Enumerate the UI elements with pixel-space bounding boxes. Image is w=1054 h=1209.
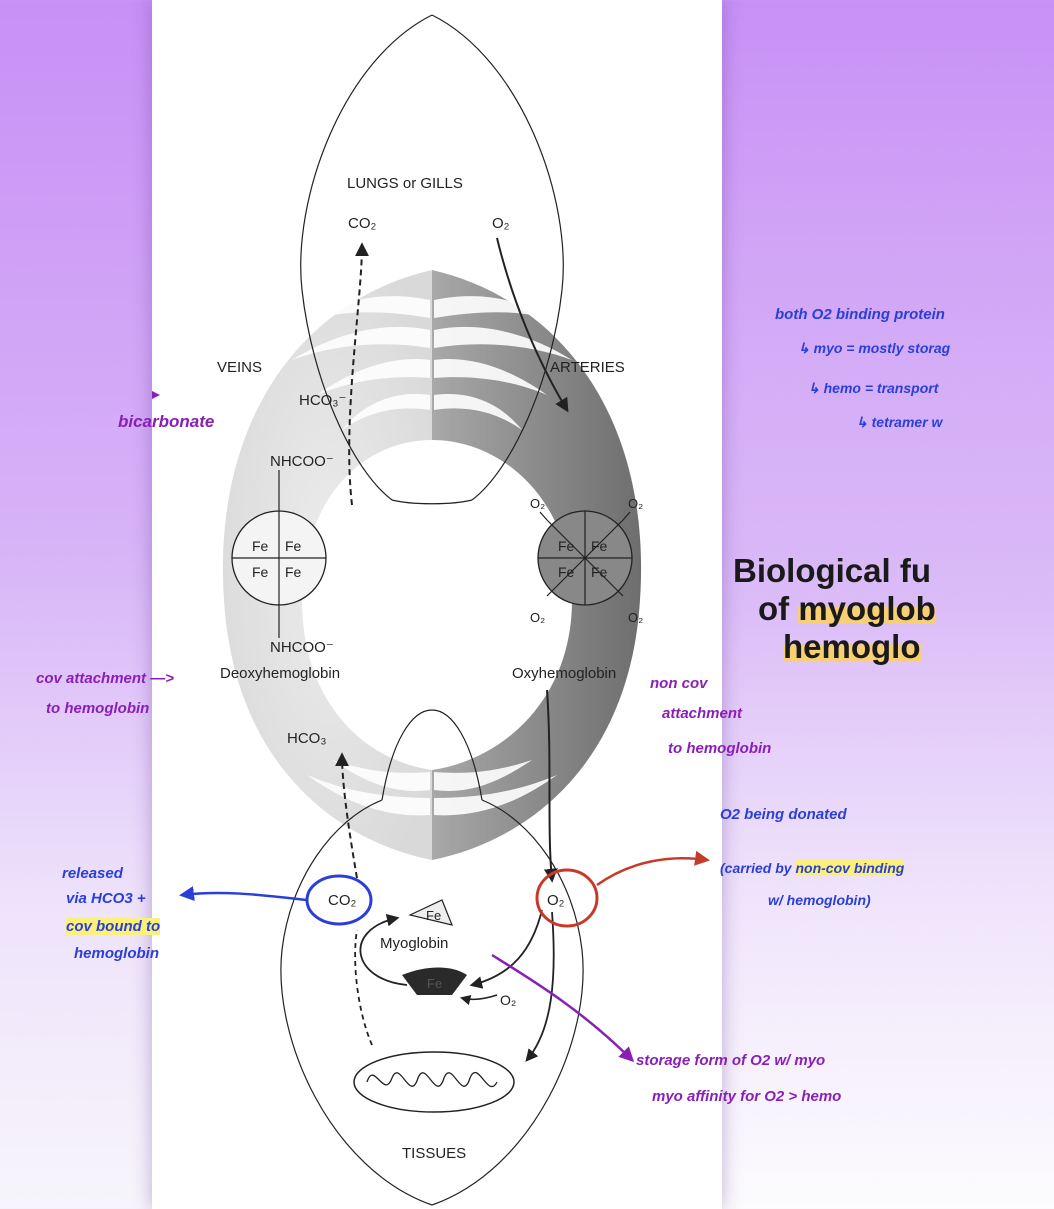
released-pointer xyxy=(179,886,308,902)
both-o2-binding-note: both O2 binding protein xyxy=(775,306,945,323)
carried-note-line1: (carried by non-cov binding xyxy=(720,860,905,876)
oxygen-transport-figure: LUNGS or GILLS CO₂ O₂ VEINS ARTERIES HCO… xyxy=(152,0,722,1209)
nhcoo-upper-label: NHCOO⁻ xyxy=(270,453,334,470)
svg-text:Fe: Fe xyxy=(558,564,575,580)
capillary-fringe-bottom xyxy=(307,760,557,816)
venous-blood-half xyxy=(222,270,432,860)
cov-attachment-note-line2: to hemoglobin xyxy=(46,700,150,717)
svg-text:O₂: O₂ xyxy=(628,496,643,511)
svg-text:Fe: Fe xyxy=(285,538,302,554)
hco3-upper-label: HCO₃⁻ xyxy=(299,392,346,409)
released-note-line2: via HCO3 + xyxy=(66,890,146,907)
o2-to-tissue-arrow xyxy=(543,689,558,883)
co2-from-mitochondria-arrow xyxy=(354,929,373,1046)
myoglobin-cycle-arrow xyxy=(359,914,408,986)
mitochondrion-icon xyxy=(353,1051,515,1113)
svg-text:Fe: Fe xyxy=(426,908,441,923)
lungs-outline xyxy=(300,14,564,501)
o2-bottom-label: O₂ xyxy=(547,892,565,909)
noncov-note-line3: to hemoglobin xyxy=(668,740,772,757)
svg-text:Fe: Fe xyxy=(427,976,442,991)
nhcoo-lower-label: NHCOO⁻ xyxy=(270,639,334,656)
co2-release-arrow xyxy=(348,242,369,506)
carried-note-line2: w/ hemoglobin) xyxy=(768,892,871,908)
circulation-ring xyxy=(222,270,642,860)
svg-text:O₂: O₂ xyxy=(530,610,545,625)
tissues-outline xyxy=(280,799,584,1206)
svg-text:Fe: Fe xyxy=(252,564,269,580)
o2-top-label: O₂ xyxy=(492,215,510,232)
released-note-line4: hemoglobin xyxy=(74,945,159,962)
svg-text:Fe: Fe xyxy=(558,538,575,554)
myo-storage-note: ↳ myo = mostly storag xyxy=(798,340,951,356)
cov-attachment-note-line1: cov attachment —> xyxy=(36,670,174,687)
svg-text:Fe: Fe xyxy=(285,564,302,580)
o2-uptake-arrow xyxy=(496,237,569,413)
transport-diagram: LUNGS or GILLS CO₂ O₂ VEINS ARTERIES HCO… xyxy=(152,14,710,1206)
bicarbonate-note: bicarbonate xyxy=(118,412,215,431)
oxymyoglobin-shape: Fe xyxy=(408,899,453,926)
slide-title-line3: hemoglo xyxy=(783,628,921,665)
slide-title-line2: of myoglob xyxy=(758,590,936,627)
donated-pointer xyxy=(596,850,710,887)
bicarbonate-pointer xyxy=(152,387,160,403)
co2-bottom-label: CO₂ xyxy=(328,892,357,909)
o2-mito-label: O₂ xyxy=(500,992,516,1008)
arterial-blood-half xyxy=(432,270,642,860)
storage-pointer xyxy=(491,953,635,1063)
capillary-fringe-top xyxy=(292,296,572,430)
deoxyhemoglobin-tetramer: Fe Fe Fe Fe xyxy=(231,470,327,638)
lungs-label: LUNGS or GILLS xyxy=(347,175,463,192)
deoxymyoglobin-shape: Fe xyxy=(402,967,467,995)
tetramer-note: ↳ tetramer w xyxy=(856,414,943,430)
oxyhemoglobin-tetramer: Fe Fe Fe Fe O₂ O₂ O₂ O₂ xyxy=(530,496,643,625)
released-note-line1: released xyxy=(62,865,123,882)
svg-text:Fe: Fe xyxy=(591,564,608,580)
co2-to-blood-arrow xyxy=(335,752,358,879)
hemo-transport-note: ↳ hemo = transport xyxy=(808,380,939,396)
svg-text:Fe: Fe xyxy=(252,538,269,554)
oxyhemoglobin-label: Oxyhemoglobin xyxy=(512,665,616,682)
slide-title-line1: Biological fu xyxy=(733,552,931,589)
slide-title: Biological fu of myoglob hemoglo xyxy=(733,552,1054,666)
svg-text:O₂: O₂ xyxy=(628,610,643,625)
hco3-lower-label: HCO₃ xyxy=(287,730,326,747)
svg-text:Fe: Fe xyxy=(591,538,608,554)
myoglobin-label: Myoglobin xyxy=(380,935,448,952)
deoxyhemoglobin-label: Deoxyhemoglobin xyxy=(220,665,340,682)
o2-to-mitochondria-arrow xyxy=(525,911,555,1062)
noncov-note-line2: attachment xyxy=(662,705,743,722)
veins-label: VEINS xyxy=(217,359,262,376)
tissues-label: TISSUES xyxy=(402,1145,466,1162)
storage-note-line2: myo affinity for O2 > hemo xyxy=(652,1088,842,1105)
o2-donated-note: O2 being donated xyxy=(720,806,847,823)
released-note-line3: cov bound to xyxy=(66,918,161,935)
svg-text:O₂: O₂ xyxy=(530,496,545,511)
storage-note-line1: storage form of O2 w/ myo xyxy=(636,1052,826,1069)
o2-circle-annotation xyxy=(535,868,599,928)
o2-binding-myoglobin-arrow xyxy=(469,909,543,989)
arteries-label: ARTERIES xyxy=(550,359,625,376)
noncov-note-line1: non cov xyxy=(650,675,708,692)
co2-top-label: CO₂ xyxy=(348,215,377,232)
